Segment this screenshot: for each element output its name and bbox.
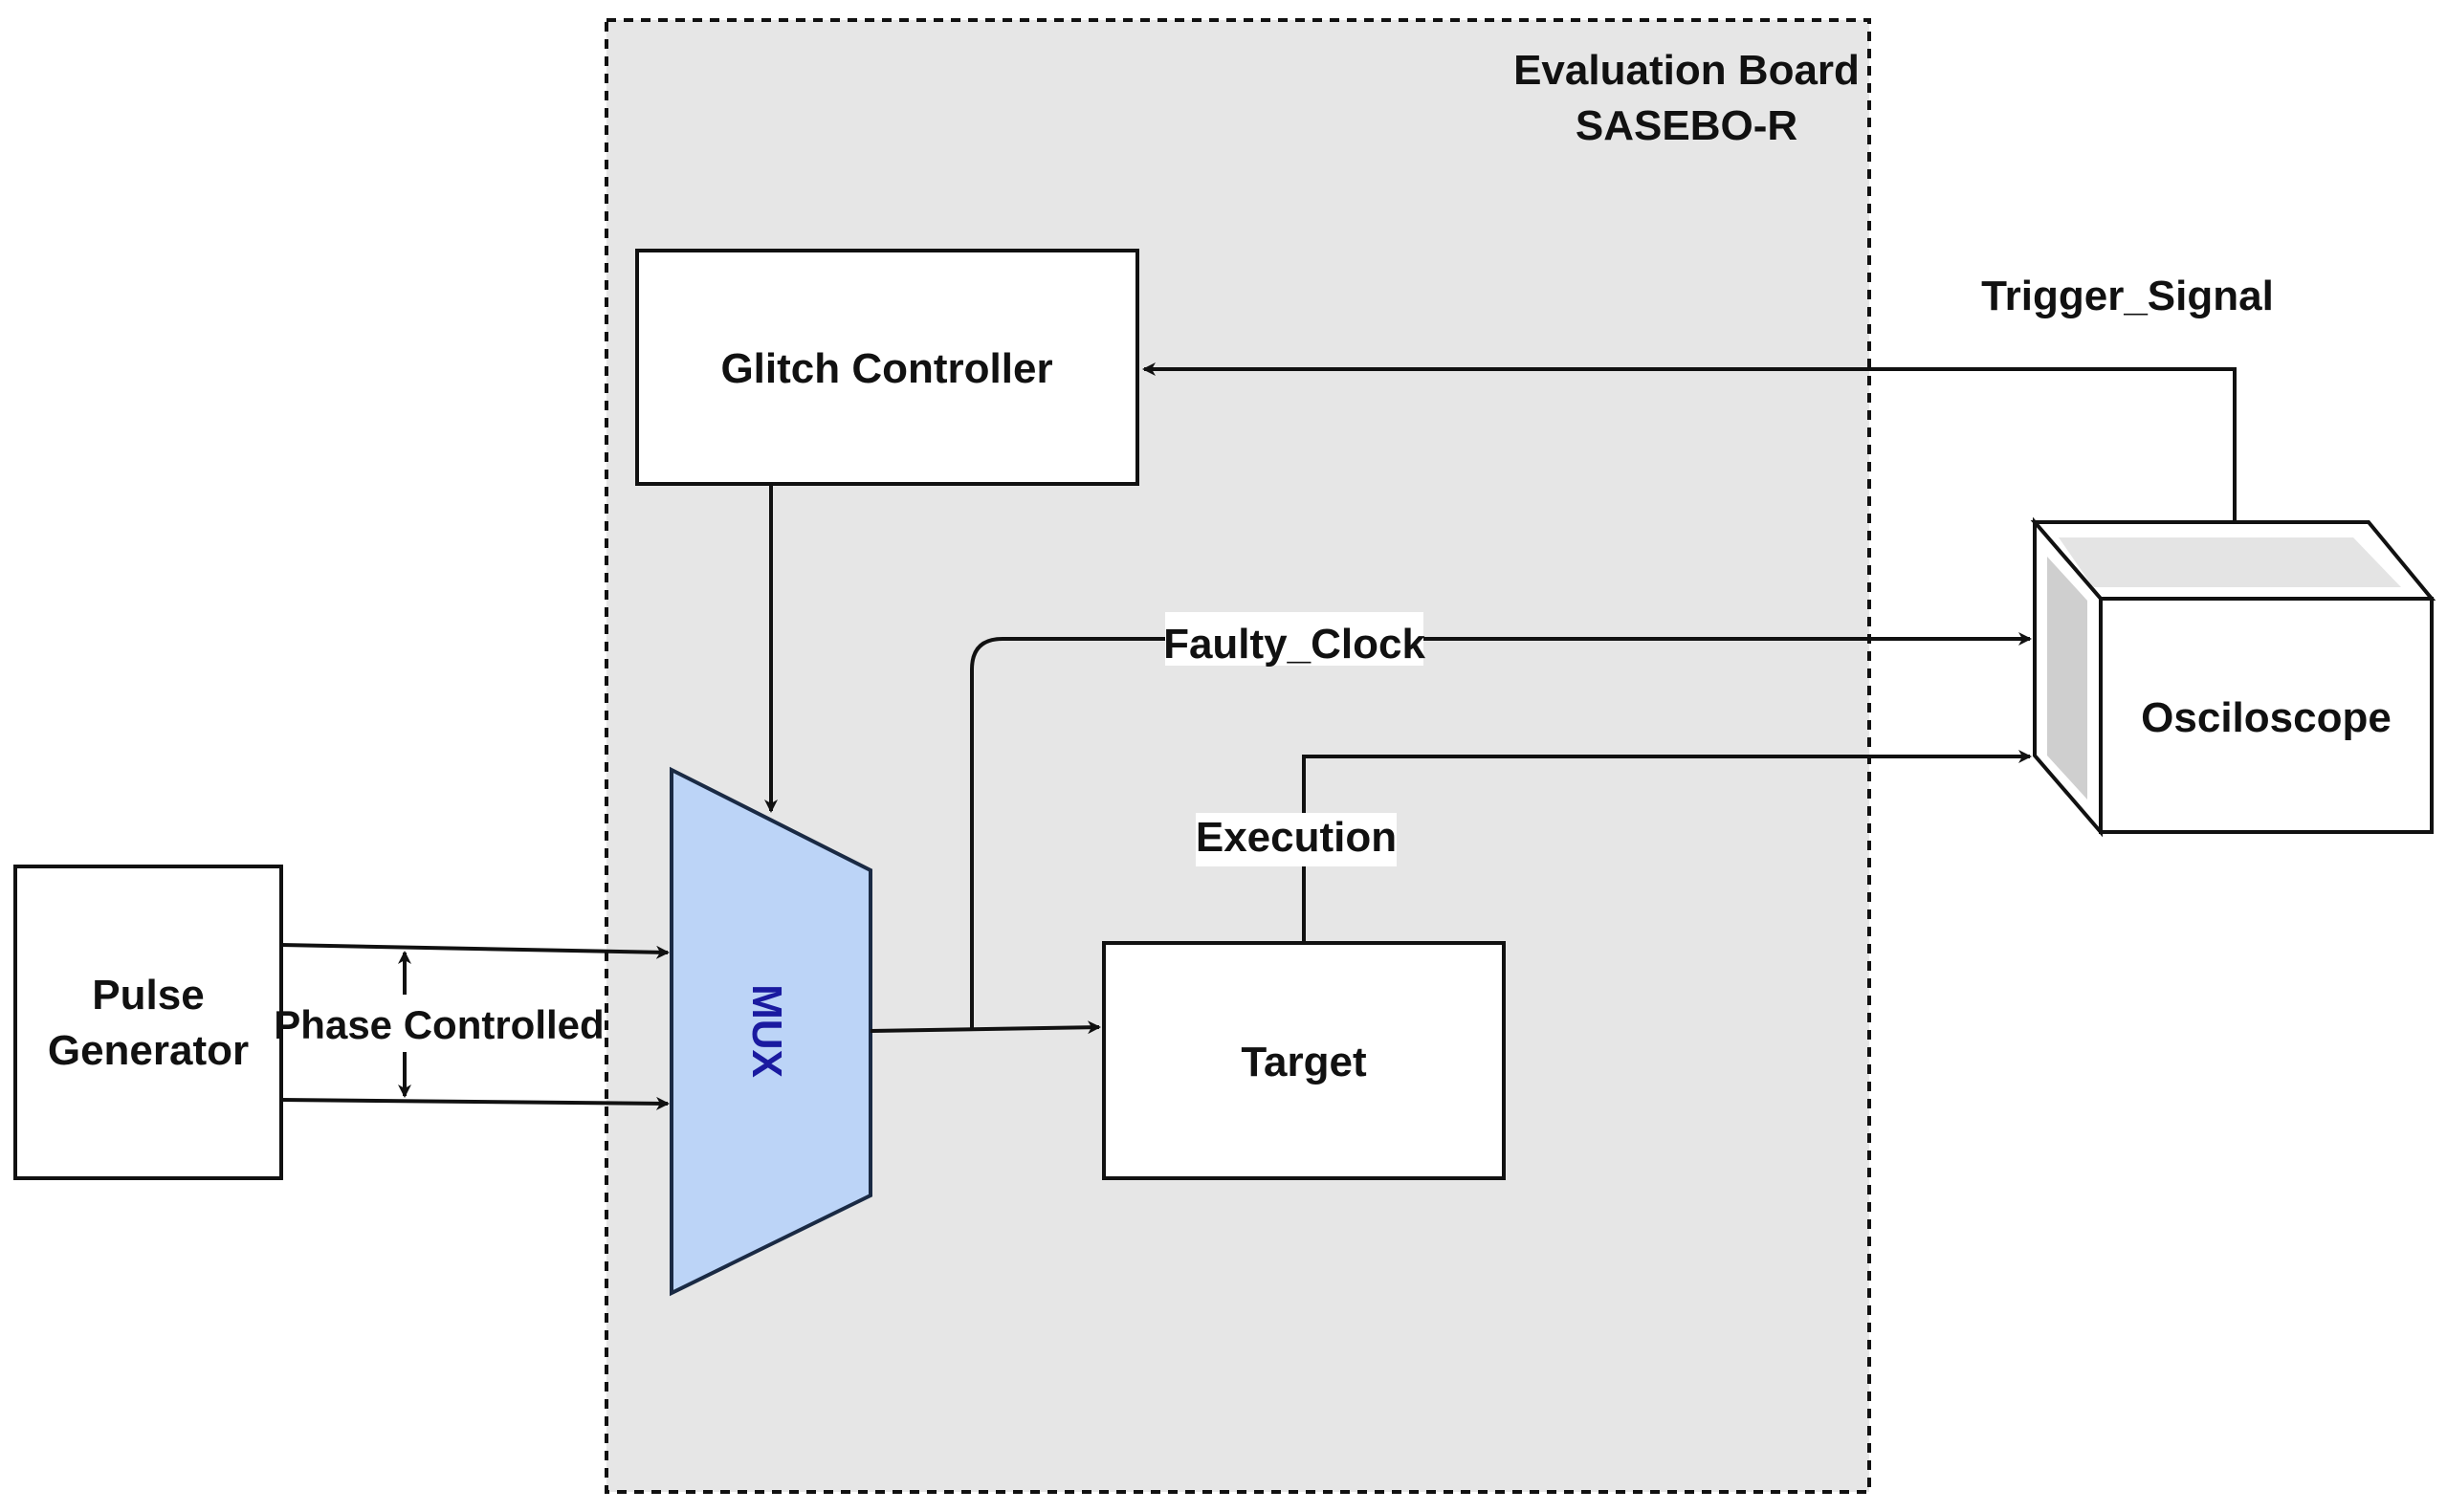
board-subtitle: SASEBO-R	[1576, 102, 1797, 149]
oscilloscope-side-inset	[2047, 557, 2087, 800]
faulty-clock-wire	[970, 632, 2032, 1029]
trigger-signal-label: Trigger_Signal	[1981, 273, 2274, 319]
pulse-generator-label-line2: Generator	[48, 1027, 249, 1074]
glitch-controller-block	[635, 249, 1139, 486]
faulty-clock-label-bg	[1165, 612, 1423, 666]
phase-controlled-label: Phase Controlled	[274, 1002, 604, 1047]
oscilloscope-top-inset	[2059, 537, 2401, 587]
mux-to-target-wire	[870, 1020, 1101, 1035]
faulty-clock-label: Faulty_Clock	[1163, 621, 1425, 668]
oscilloscope-block	[2030, 516, 2436, 838]
phase-label-bg	[287, 997, 591, 1050]
target-label: Target	[1241, 1039, 1367, 1085]
trigger-signal-wire	[1142, 362, 2237, 522]
mux-label: MUX	[743, 984, 790, 1078]
pulse-input-wire-1	[280, 943, 670, 959]
oscilloscope-label: Osciloscope	[2141, 694, 2392, 741]
pulse-input-wire-2	[280, 1096, 670, 1110]
execution-label-bg	[1196, 813, 1397, 866]
board-title: Evaluation Board	[1513, 47, 1860, 94]
pulse-generator-block	[13, 865, 283, 1180]
pulse-generator-label-line1: Pulse	[92, 972, 204, 1019]
execution-wire	[1302, 750, 2032, 943]
oscilloscope-front-face	[2099, 597, 2434, 834]
target-block	[1102, 941, 1506, 1180]
execution-label: Execution	[1196, 814, 1397, 861]
mux-block	[670, 766, 872, 1297]
glitch-controller-label: Glitch Controller	[720, 345, 1052, 392]
